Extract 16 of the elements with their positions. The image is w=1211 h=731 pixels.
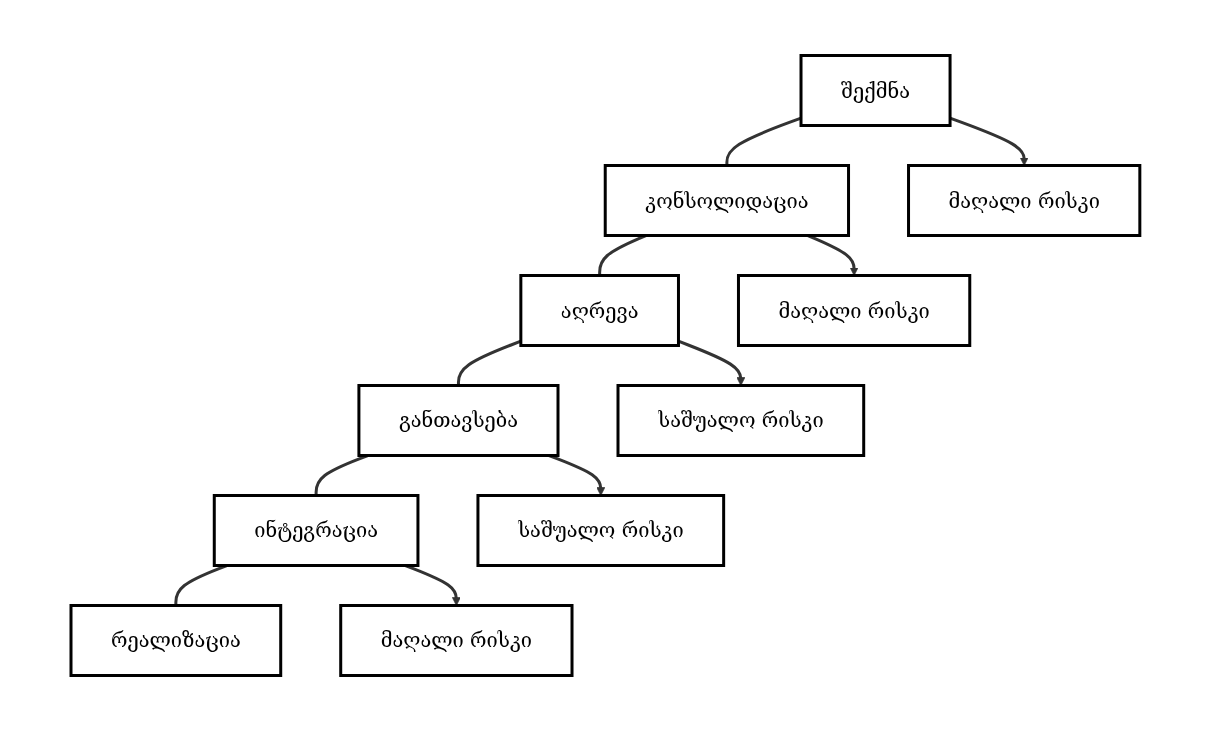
node-box: მაღალი რისკი <box>339 604 574 677</box>
connector <box>174 564 228 606</box>
node-box: აღრევა <box>519 274 681 347</box>
node-box: მაღალი რისკი <box>737 274 972 347</box>
arrow <box>548 454 606 496</box>
node-box: განთავსება <box>357 384 560 457</box>
node-box: კონსოლიდაცია <box>603 164 851 237</box>
node-box: ინტეგრაცია <box>212 494 420 567</box>
connector <box>725 116 802 166</box>
node-box: მაღალი რისკი <box>907 164 1142 237</box>
arrow <box>678 339 746 386</box>
node-box: საშუალო რისკი <box>476 494 726 567</box>
node-box: რეალიზაცია <box>69 604 283 677</box>
node-box: შექმნა <box>799 54 952 127</box>
connector <box>314 454 369 496</box>
node-box: საშუალო რისკი <box>616 384 866 457</box>
